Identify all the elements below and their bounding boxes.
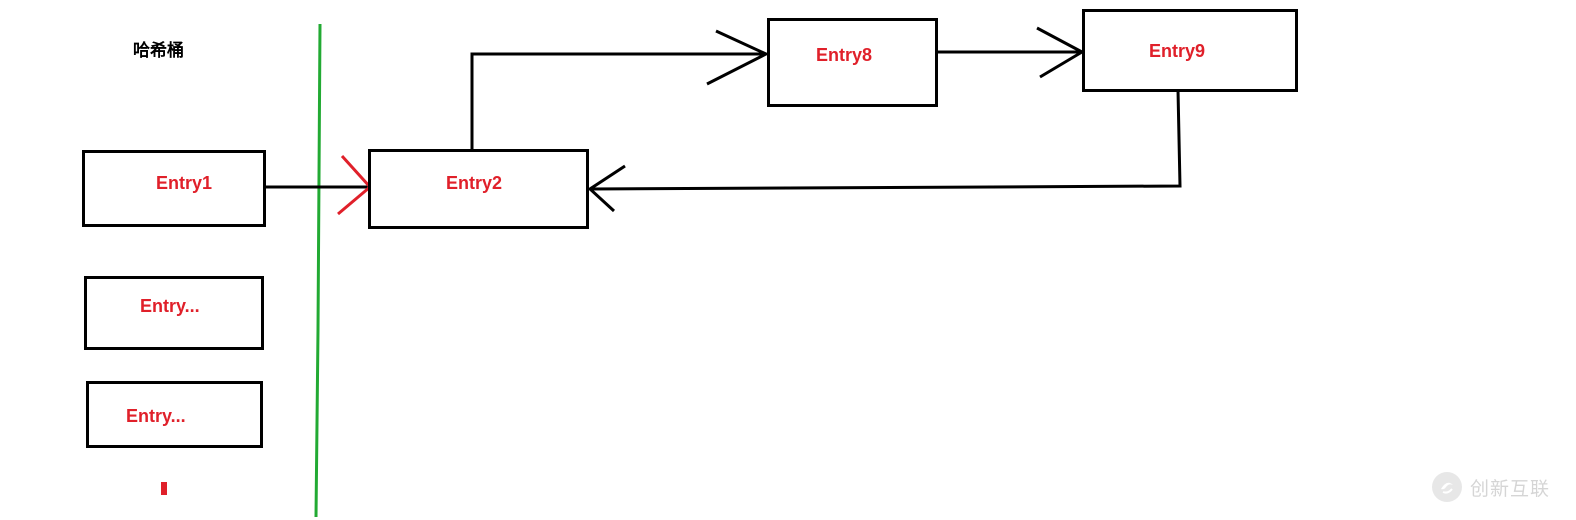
chain-node-entry9 [1082,9,1298,92]
chain-node-entry2 [368,149,589,229]
arrowhead-entry8-icon [706,29,770,86]
watermark: 创新互联 [1432,472,1550,502]
chain-node-entry2-label: Entry2 [446,173,503,193]
continuation-mark [161,482,167,495]
arrowhead-entry2-icon [337,154,373,216]
chain-node-entry8-label: Entry8 [816,45,873,65]
arrow-entry2-to-entry8 [470,52,766,150]
bucket-entry-2 [84,276,264,350]
brand-logo-icon [1432,472,1462,502]
chain-node-entry8 [767,18,938,107]
arrow-entry9-to-entry2 [589,89,1182,191]
arrowhead-entry2-back-icon [587,164,626,213]
bucket-entry-3 [86,381,263,448]
watermark-text: 创新互联 [1470,477,1551,500]
bucket-entry-1-label: Entry1 [156,173,213,193]
bucket-divider-line [314,23,322,518]
bucket-entry-1 [82,150,266,227]
bucket-entry-3-label: Entry... [126,406,186,426]
bucket-entry-2-label: Entry... [140,296,200,316]
chain-node-entry9-label: Entry9 [1149,41,1206,61]
diagram-title: 哈希桶 [133,41,184,61]
